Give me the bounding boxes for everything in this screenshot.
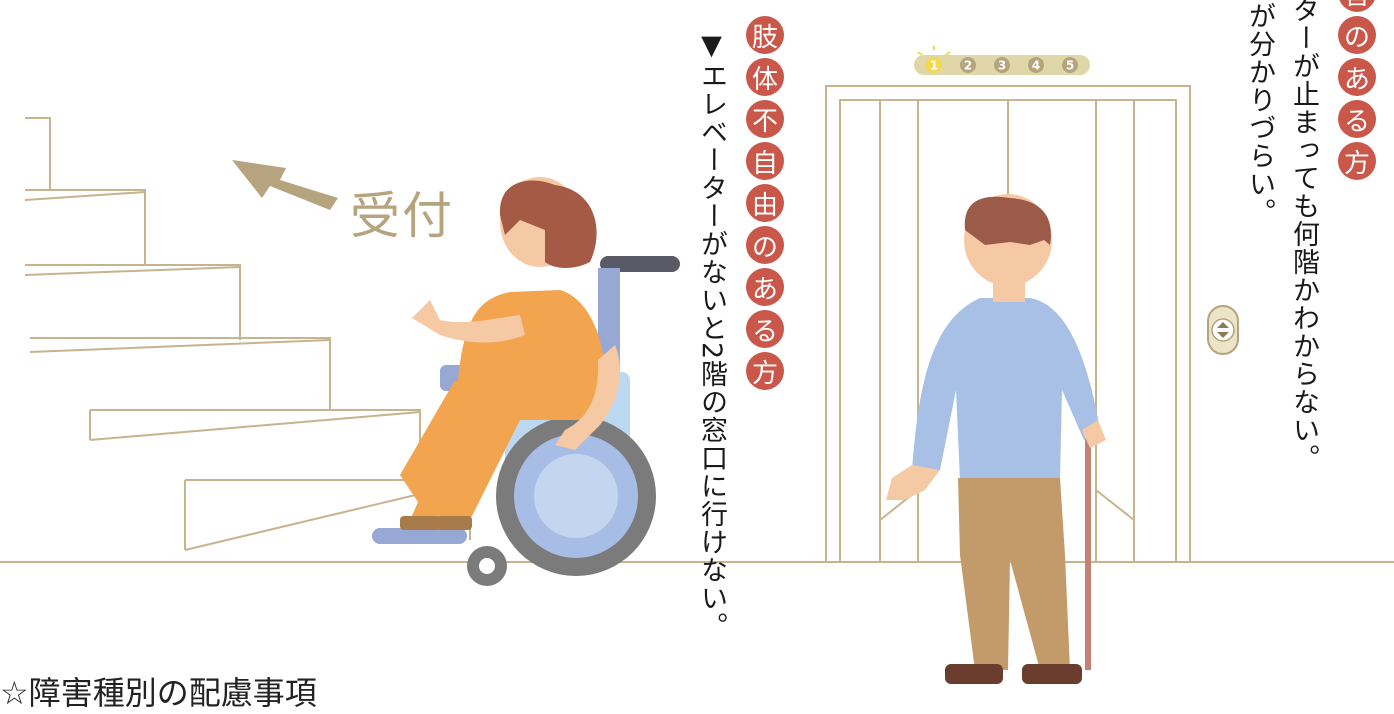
visual-disability-label: 視 覚 障 害 の あ る 方 [1334, 0, 1380, 184]
man-standing [886, 194, 1106, 684]
reception-sign: 受付 [350, 187, 454, 245]
label-char: 害 [1338, 0, 1376, 12]
floor-2: 2 [964, 59, 972, 73]
visual-disability-note-2: 階段の縁が分かりづらい。 [1244, 0, 1275, 226]
staircase [24, 117, 471, 551]
physical-disability-note: ▼エレベーターがないと2階の窓口に行けない。 [696, 30, 727, 641]
elevator-call-button-icon [1207, 305, 1239, 355]
label-char: あ [746, 268, 784, 306]
floor-5: 5 [1066, 59, 1074, 73]
label-char: の [1338, 16, 1376, 54]
label-char: あ [1338, 58, 1376, 96]
floor-indicator: 1 2 3 4 5 [914, 46, 1090, 75]
floor-1: 1 [930, 59, 938, 73]
reception-arrow-icon [232, 160, 338, 210]
wheelchair-user-illustration [372, 177, 680, 586]
floor-3: 3 [998, 59, 1006, 73]
section-heading: ☆障害種別の配慮事項 [0, 674, 317, 712]
physical-disability-label: 肢 体 不 自 由 の あ る 方 [742, 16, 788, 394]
label-char: 自 [746, 142, 784, 180]
visual-disability-note-1: ▼エレベーターが止まっても何階かわからない。 [1288, 0, 1319, 472]
label-char: 不 [746, 100, 784, 138]
label-char: 体 [746, 58, 784, 96]
wheelchair-woman [400, 177, 620, 530]
label-char: 方 [746, 352, 784, 390]
man-with-cane-illustration [886, 194, 1106, 684]
label-char: 方 [1338, 142, 1376, 180]
label-char: る [746, 310, 784, 348]
label-char: の [746, 226, 784, 264]
label-char: 由 [746, 184, 784, 222]
label-char: る [1338, 100, 1376, 138]
floor-4: 4 [1032, 59, 1040, 73]
label-char: 肢 [746, 16, 784, 54]
